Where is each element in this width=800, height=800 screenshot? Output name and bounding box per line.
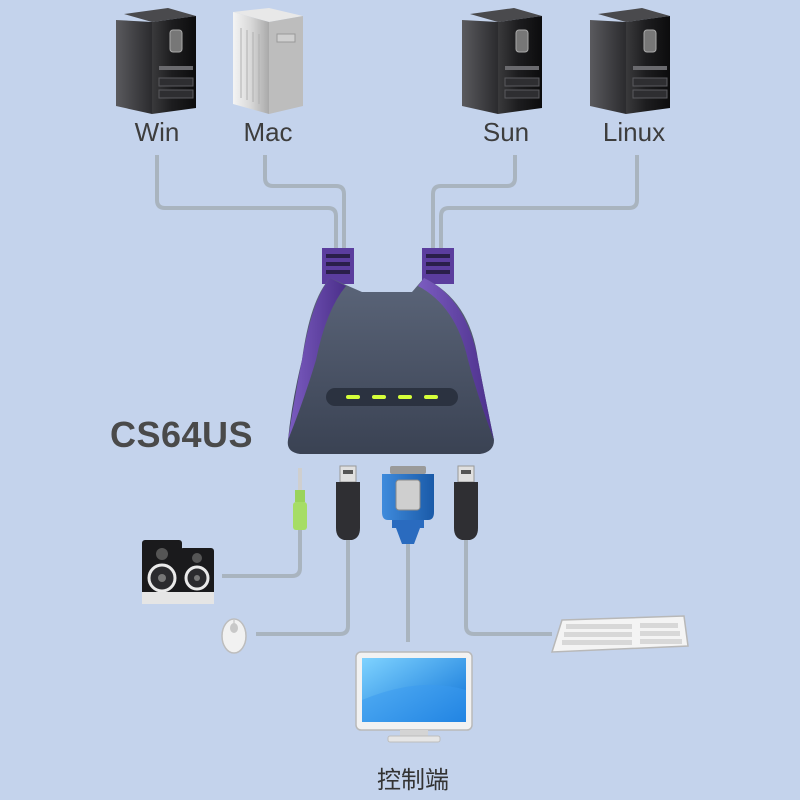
usb-plug-icon	[336, 465, 360, 540]
computer-label-sun: Sun	[482, 117, 530, 147]
computer-label-linux: Linux	[602, 117, 666, 147]
computer-label-mac: Mac	[243, 117, 293, 147]
computer-label-win: Win	[134, 117, 180, 147]
pc-tower-icon	[590, 8, 670, 114]
cable-win	[155, 155, 338, 252]
cable-strain-relief-right	[422, 248, 454, 284]
port-leds	[346, 395, 438, 399]
pc-tower-icon	[116, 8, 196, 114]
keyboard-icon	[550, 615, 689, 653]
cable-sun	[431, 155, 517, 252]
speakers-icon	[142, 540, 214, 604]
computer-win	[116, 8, 196, 114]
kvm-side-accent-right	[418, 278, 494, 440]
cable-mouse	[256, 540, 350, 636]
mouse-icon	[221, 618, 247, 654]
led-panel	[326, 388, 458, 406]
cable-keyboard	[464, 540, 552, 636]
kvm-housing	[287, 278, 494, 454]
mac-pro-icon	[233, 8, 303, 114]
cable-strain-relief-left	[322, 248, 354, 284]
computer-mac	[233, 8, 303, 114]
audio-jack-icon	[293, 468, 307, 530]
cable-linux	[439, 155, 639, 252]
cables	[155, 155, 639, 642]
model-name: CS64US	[110, 414, 254, 455]
cable-mac	[263, 155, 346, 252]
usb-plug-icon	[454, 465, 478, 540]
console-label: 控制端	[377, 766, 449, 794]
kvm-switch	[287, 248, 494, 454]
vga-connector-icon	[382, 466, 434, 544]
monitor-icon	[355, 651, 473, 743]
computer-linux	[590, 8, 670, 114]
computer-sun	[462, 8, 542, 114]
pc-tower-icon	[462, 8, 542, 114]
cable-audio	[222, 530, 302, 578]
kvm-side-accent-left	[288, 278, 346, 440]
